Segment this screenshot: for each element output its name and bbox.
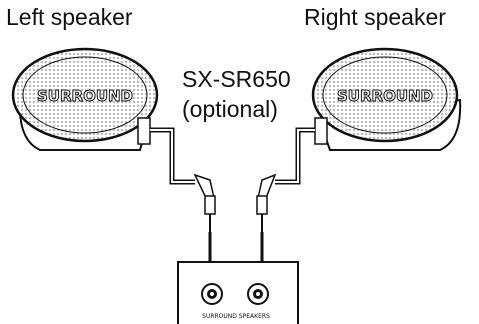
right-speaker-brand: SURROUND xyxy=(337,87,433,105)
left-speaker-label: Left speaker xyxy=(6,4,133,30)
right-cable xyxy=(256,127,315,232)
left-speaker-brand: SURROUND xyxy=(37,87,133,105)
model-label: SX-SR650 (optional) xyxy=(182,64,291,124)
model-note: (optional) xyxy=(182,96,278,122)
right-speaker: SURROUND xyxy=(311,47,462,151)
left-cable xyxy=(150,127,216,232)
jack-panel-label: SURROUND SPEAKERS xyxy=(202,313,270,320)
jack-panel: SURROUND SPEAKERS xyxy=(177,261,299,324)
left-speaker: SURROUND xyxy=(11,47,159,151)
right-speaker-label: Right speaker xyxy=(304,4,446,30)
model-name: SX-SR650 xyxy=(182,66,291,92)
